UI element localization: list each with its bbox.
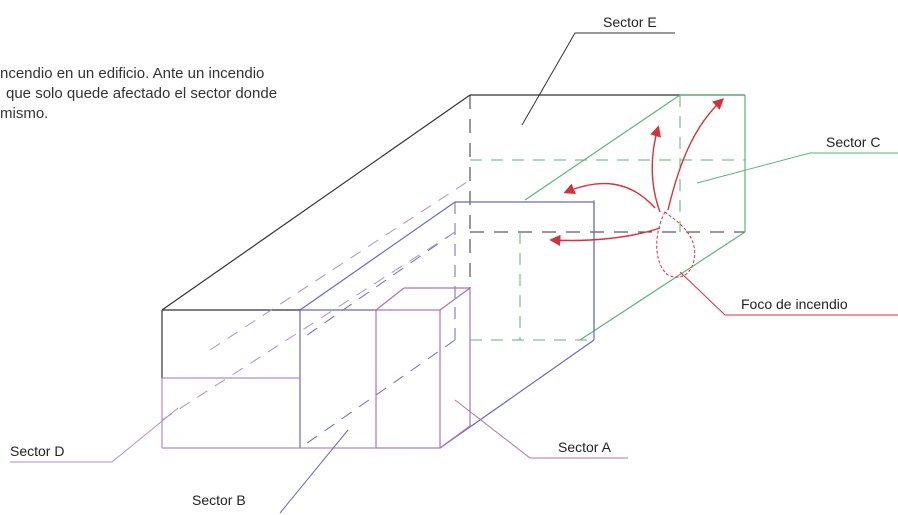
leader-sector-e — [521, 32, 675, 126]
sector-c-hidden-edges — [470, 95, 745, 341]
fire-arrow-up-right — [667, 98, 725, 211]
label-fire-focus: Foco de incendio — [741, 296, 848, 312]
leader-sector-b — [279, 429, 349, 514]
sector-a-volume — [375, 287, 471, 449]
fire-focus — [656, 211, 696, 278]
fire-spread-arrows — [549, 98, 725, 247]
sector-b-volume — [299, 201, 595, 449]
fire-arrow-left — [563, 182, 656, 209]
leader-sector-d — [10, 407, 179, 463]
sector-d-volume — [161, 377, 440, 449]
label-sector-d: Sector D — [10, 443, 64, 459]
fire-arrow-up — [650, 125, 661, 213]
caption-line-3: mismo. — [0, 105, 49, 122]
caption-line-1: ncendio en un edificio. Ante un incendio — [0, 65, 265, 82]
sector-e-hidden-edges — [469, 95, 745, 340]
fire-focus-shape — [656, 211, 696, 278]
leader-sector-c — [696, 152, 898, 184]
label-sector-b: Sector B — [192, 492, 246, 508]
leader-lines — [10, 32, 898, 514]
sector-d-hidden-edges — [161, 179, 471, 421]
label-sector-e: Sector E — [603, 14, 657, 30]
caption-line-2: que solo quede afectado el sector donde — [6, 85, 278, 102]
caption-text: ncendio en un edificio. Ante un incendio… — [0, 64, 400, 124]
leader-sector-a — [454, 399, 628, 459]
fire-arrow-left-low — [549, 227, 661, 247]
leader-fire-focus — [679, 271, 898, 316]
label-sector-a: Sector A — [558, 439, 612, 455]
label-sector-c: Sector C — [826, 134, 880, 150]
sector-b-hidden-edges — [299, 202, 456, 449]
